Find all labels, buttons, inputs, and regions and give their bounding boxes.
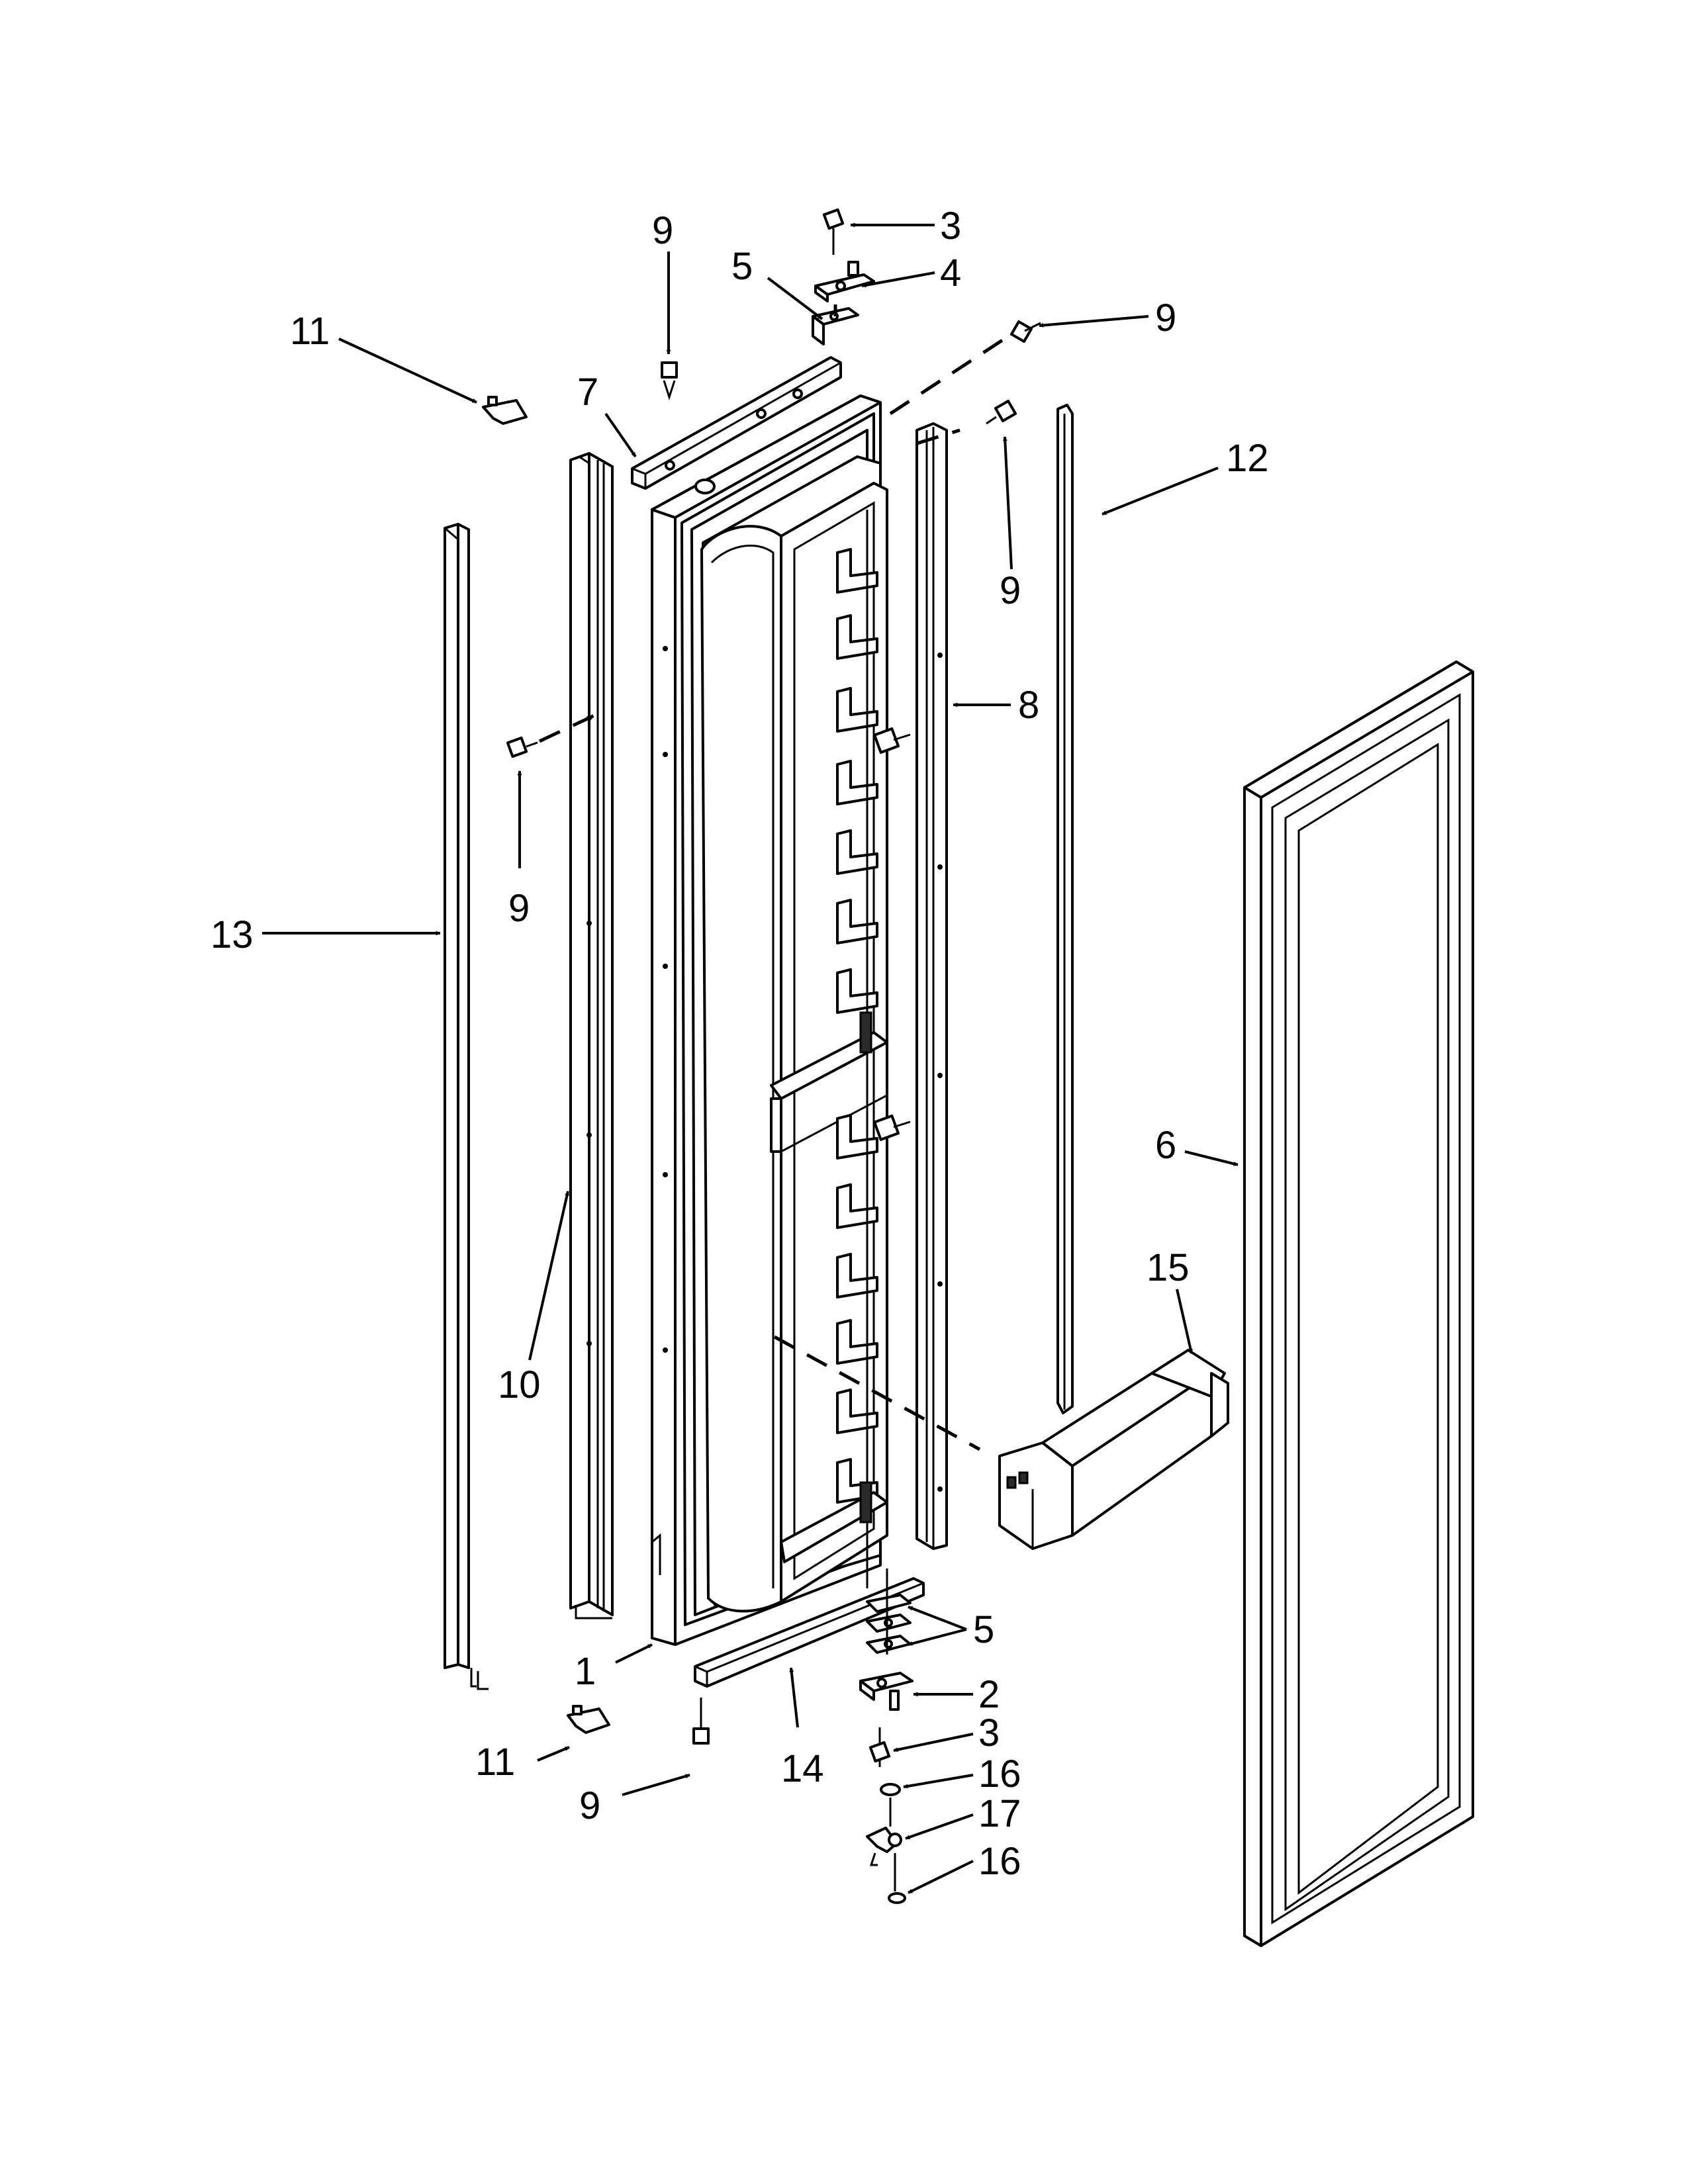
callout-6: 6 [1155, 1124, 1176, 1167]
door-liner-1 [651, 394, 911, 1646]
leader-arrows [262, 222, 1239, 1894]
callout-8: 8 [1018, 684, 1039, 727]
callout-5-top: 5 [731, 245, 753, 288]
callout-16-bottom: 16 [978, 1840, 1021, 1883]
screw-9-top-right [1009, 320, 1041, 343]
screw-3-bottom [868, 1727, 891, 1767]
bottom-hinge-2 [859, 1672, 914, 1711]
callout-labels: 3 4 5 9 9 11 7 12 9 8 9 13 6 15 10 5 1 2… [211, 205, 1269, 1883]
hinge-pin-17 [866, 1797, 902, 1866]
callout-5-bottom: 5 [973, 1608, 994, 1651]
callout-11-top: 11 [290, 310, 330, 353]
washer-16-bottom [888, 1853, 906, 1904]
callout-4: 4 [940, 251, 961, 295]
door-handle-15 [998, 1349, 1229, 1550]
callout-3-bottom: 3 [978, 1711, 1000, 1754]
callout-11-bottom: 11 [475, 1741, 515, 1784]
trim-strip-12 [1056, 404, 1074, 1414]
screw-3-top [822, 208, 845, 255]
top-hinge-4 [814, 261, 875, 302]
callout-3-top: 3 [940, 205, 961, 248]
callout-16-top: 16 [978, 1752, 1021, 1796]
channel-trim-8 [915, 422, 948, 1550]
screw-9-top-center [661, 361, 678, 400]
callout-9-left: 9 [508, 887, 530, 930]
assembly-lines [538, 304, 1013, 1451]
washer-16-top [880, 1783, 901, 1796]
callout-17: 17 [978, 1792, 1021, 1835]
clip-11-top [482, 396, 528, 425]
callout-9-right: 9 [1000, 569, 1021, 612]
door-panel-6 [1243, 660, 1474, 1947]
callout-9-top-center: 9 [652, 209, 673, 252]
liner-screw [873, 727, 911, 754]
screw-9-right [986, 399, 1017, 425]
callout-13: 13 [211, 913, 254, 956]
screw-9-left [506, 736, 538, 758]
callout-15: 15 [1147, 1246, 1190, 1289]
callout-12: 12 [1226, 437, 1269, 480]
trim-strip-13 [444, 523, 489, 1690]
clip-11-bottom [567, 1705, 610, 1734]
callout-7: 7 [577, 371, 598, 414]
callout-9-bottom: 9 [579, 1784, 600, 1827]
callout-2: 2 [978, 1673, 1000, 1716]
callout-1: 1 [575, 1650, 596, 1693]
callout-10: 10 [498, 1363, 541, 1406]
top-cap-7 [631, 356, 842, 494]
callout-14: 14 [781, 1747, 824, 1790]
screw-9-bottom [692, 1698, 710, 1745]
callout-9-top-right: 9 [1155, 296, 1176, 340]
liner-screw [873, 1115, 911, 1141]
channel-trim-10 [569, 452, 614, 1619]
